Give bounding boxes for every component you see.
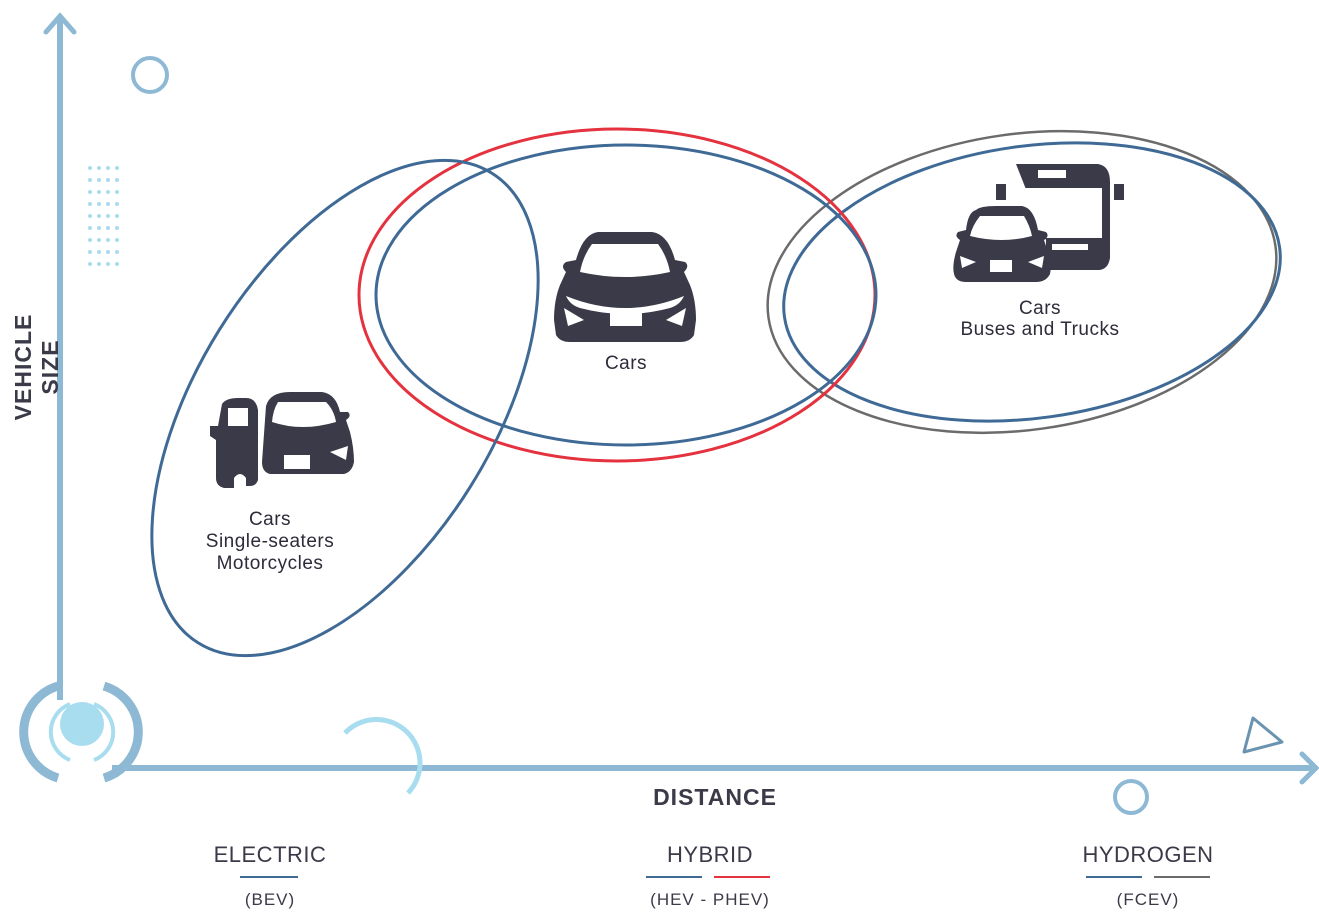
dot xyxy=(115,202,119,206)
cluster-label-left: Cars Single-seaters Motorcycles xyxy=(180,509,360,575)
cluster-right-line-2: Buses and Trucks xyxy=(960,319,1120,340)
legend-hybrid-sub: (HEV - PHEV) xyxy=(650,890,770,909)
circle-decoration-icon-2 xyxy=(1113,779,1149,815)
dot xyxy=(88,262,92,266)
arc-decoration-icon xyxy=(343,717,423,795)
hybrid-hev-ellipse xyxy=(374,143,878,447)
dot xyxy=(106,262,110,266)
legend-electric-sub: (BEV) xyxy=(244,890,296,909)
dot xyxy=(88,166,92,170)
legend-hydrogen-swatch-blue xyxy=(1086,876,1142,878)
dot xyxy=(88,178,92,182)
legend-electric-name: ELECTRIC xyxy=(213,842,327,867)
dot xyxy=(97,238,101,242)
dot xyxy=(88,214,92,218)
x-axis xyxy=(112,751,1319,785)
dot xyxy=(106,202,110,206)
dot xyxy=(88,238,92,242)
dot xyxy=(88,226,92,230)
dot xyxy=(115,166,119,170)
dot xyxy=(97,190,101,194)
y-axis xyxy=(43,12,77,700)
legend-hybrid-swatch-phev xyxy=(714,876,770,878)
dot xyxy=(97,214,101,218)
legend-hydrogen-sub: (FCEV) xyxy=(1116,890,1180,909)
car-and-single-seater-icon xyxy=(210,392,354,488)
cluster-label-right: Cars Buses and Trucks xyxy=(920,298,1160,340)
y-axis-title: VEHICLE SIZE xyxy=(10,313,63,421)
hydrogen-inner-ellipse xyxy=(782,141,1282,423)
dot xyxy=(97,166,101,170)
legend-hybrid-name: HYBRID xyxy=(666,842,754,867)
dot xyxy=(97,262,101,266)
car-front-icon xyxy=(554,232,696,342)
dot xyxy=(106,178,110,182)
dot xyxy=(97,226,101,230)
legend-hydrogen-swatch-gray xyxy=(1154,876,1210,878)
dot xyxy=(97,178,101,182)
cluster-left-line-3: Motorcycles xyxy=(216,553,324,574)
legend-hydrogen-name: HYDROGEN xyxy=(1082,842,1214,867)
dot xyxy=(106,166,110,170)
dot-grid-icon xyxy=(88,166,119,266)
cluster-mid-line-1: Cars xyxy=(604,353,648,374)
hydrogen-outer-ellipse xyxy=(766,129,1278,435)
legend-electric-swatch xyxy=(240,876,298,878)
dot xyxy=(97,250,101,254)
dot xyxy=(115,190,119,194)
cluster-label-mid: Cars xyxy=(566,353,686,375)
cluster-left-line-1: Cars xyxy=(248,509,292,530)
dot xyxy=(106,238,110,242)
circle-decoration-icon xyxy=(131,56,169,94)
x-axis-title: DISTANCE xyxy=(653,784,777,810)
dot xyxy=(115,214,119,218)
dot xyxy=(97,202,101,206)
origin-target-icon xyxy=(19,681,143,783)
electric-ellipse xyxy=(150,158,540,658)
dot xyxy=(115,226,119,230)
dot xyxy=(88,250,92,254)
dot xyxy=(106,226,110,230)
legend-hybrid-swatch-hev xyxy=(646,876,702,878)
car-and-bus-icon xyxy=(953,164,1124,282)
dot xyxy=(106,190,110,194)
cluster-left-line-2: Single-seaters xyxy=(205,531,335,552)
dot xyxy=(88,190,92,194)
dot xyxy=(115,262,119,266)
dot xyxy=(115,178,119,182)
dot xyxy=(106,214,110,218)
cluster-right-line-1: Cars xyxy=(1018,298,1062,319)
dot xyxy=(115,238,119,242)
dot xyxy=(88,202,92,206)
dot xyxy=(115,250,119,254)
triangle-decoration-icon xyxy=(1242,716,1284,754)
dot xyxy=(106,250,110,254)
